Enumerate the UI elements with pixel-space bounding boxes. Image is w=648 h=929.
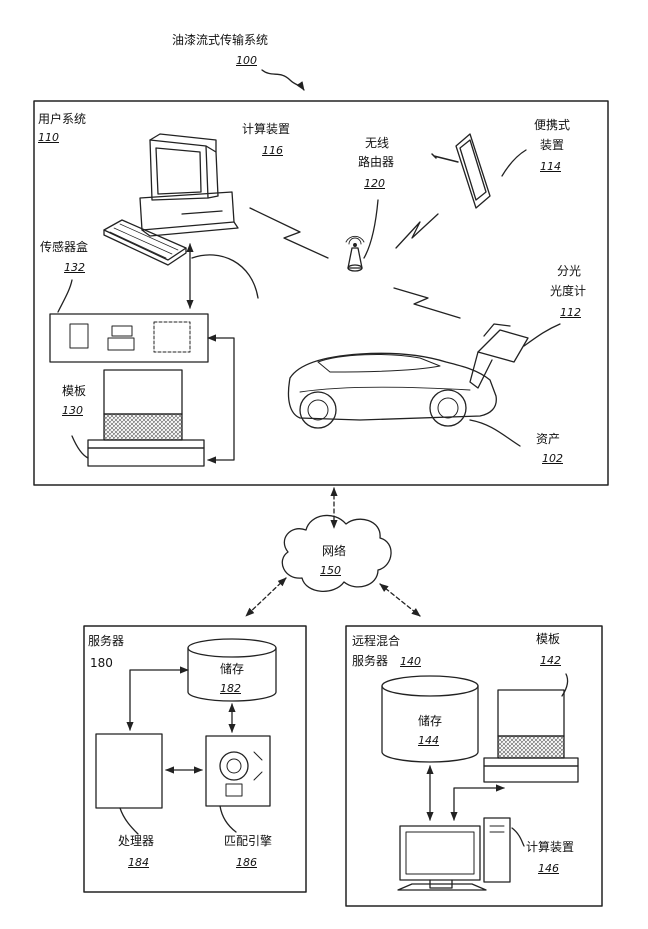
router-pointer: [364, 200, 378, 258]
network-ref: 150: [320, 564, 341, 577]
router-icon: [346, 236, 364, 271]
arrow-storage-processor: [130, 670, 188, 730]
server-box: [84, 626, 306, 892]
asset-ref: 102: [542, 452, 563, 465]
matching-engine-icon: [206, 736, 270, 806]
wireless-signal-1: [250, 208, 328, 258]
storage-182-ref: 182: [220, 682, 241, 695]
sensor-box-ref: 132: [64, 261, 85, 274]
arrow-sensor-template: [208, 338, 234, 460]
spectrophotometer-icon: [470, 324, 528, 388]
template-130-label: 模板: [62, 384, 86, 398]
router-ref: 120: [364, 177, 385, 190]
storage-144-label: 储存: [404, 714, 456, 728]
computer-146-label: 计算装置: [526, 840, 574, 854]
matching-engine-label: 匹配引擎: [224, 834, 272, 848]
remote-server-ref: 140: [400, 655, 421, 668]
arrow-network-server: [246, 578, 286, 616]
system-title-ref: 100: [236, 54, 257, 67]
engine-pointer: [220, 806, 236, 832]
spectro-label-1: 分光: [544, 264, 594, 278]
arrow-template-computer: [454, 788, 504, 820]
spectro-pointer: [524, 324, 560, 346]
computing-device-ref: 116: [262, 144, 283, 157]
template-142-label: 模板: [536, 632, 560, 646]
storage-144-ref: 144: [418, 734, 439, 747]
network-label: 网络: [312, 544, 356, 558]
computer-146-pointer: [512, 828, 524, 846]
template-130-ref: 130: [62, 404, 83, 417]
template-130-icon: [88, 370, 204, 466]
system-title: 油漆流式传输系统: [172, 33, 268, 47]
wireless-signal-3: [394, 288, 460, 318]
asset-label: 资产: [536, 432, 560, 446]
processor-ref: 184: [128, 856, 149, 869]
spectro-ref: 112: [560, 306, 581, 319]
user-system-label: 用户系统: [38, 112, 86, 126]
portable-ref: 114: [540, 160, 561, 173]
asset-pointer: [470, 420, 520, 446]
processor-label: 处理器: [118, 834, 154, 848]
router-label-1: 无线: [352, 136, 402, 150]
car-icon: [288, 353, 496, 428]
arrow-network-remote: [380, 584, 420, 616]
template-142-icon: [484, 690, 578, 782]
portable-pointer: [502, 150, 526, 176]
template-130-pointer: [72, 436, 88, 458]
sensor-box-label: 传感器盒: [40, 240, 88, 254]
wireless-signal-2: [396, 214, 438, 248]
portable-label-1: 便携式: [524, 118, 580, 132]
template-142-pointer: [562, 674, 568, 696]
cable-to-car: [192, 255, 258, 298]
user-system-ref: 110: [38, 131, 59, 144]
spectro-label-2: 光度计: [536, 284, 600, 298]
tablet-icon: [432, 134, 490, 208]
portable-label-2: 装置: [524, 138, 580, 152]
router-label-2: 路由器: [346, 155, 406, 169]
template-142-ref: 142: [540, 654, 561, 667]
processor-box: [96, 734, 162, 808]
server-ref: 180: [90, 656, 113, 670]
computing-device-label: 计算装置: [242, 122, 290, 136]
sensor-pointer: [58, 280, 72, 312]
computer-icon: [140, 134, 238, 236]
remote-server-label-2: 服务器: [352, 654, 388, 668]
storage-182-label: 储存: [206, 662, 258, 676]
title-pointer: [262, 70, 304, 90]
remote-server-label-1: 远程混合: [352, 634, 400, 648]
server-label: 服务器: [88, 634, 124, 648]
computer-146-ref: 146: [538, 862, 559, 875]
processor-pointer: [120, 808, 138, 834]
computer-146-icon: [398, 818, 510, 890]
matching-engine-ref: 186: [236, 856, 257, 869]
